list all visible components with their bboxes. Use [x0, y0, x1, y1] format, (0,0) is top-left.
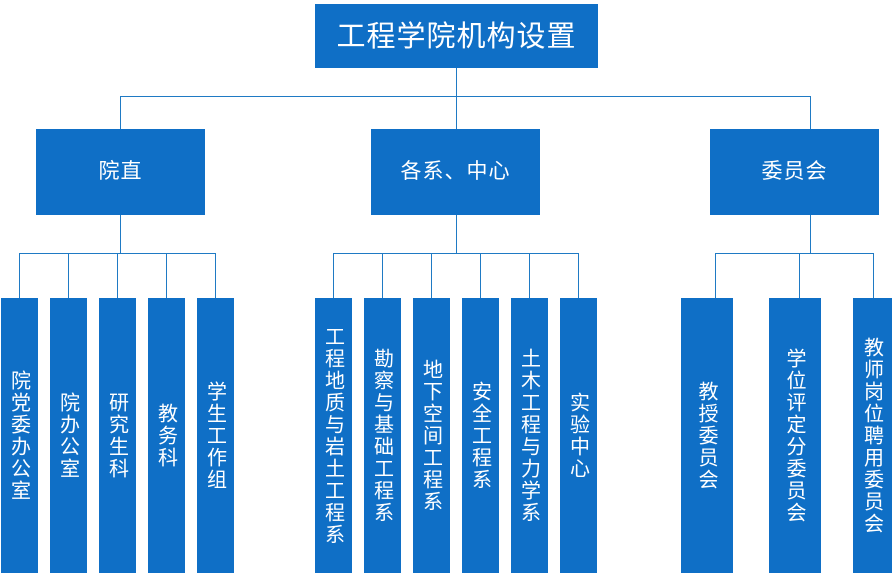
- leaf-node-label: 工程地质与岩土工程系: [321, 325, 346, 546]
- leaf-node[interactable]: 地下空间工程系: [413, 298, 450, 573]
- connector-drop-branch-1: [120, 96, 121, 129]
- connector-drop-b1-4: [166, 253, 167, 298]
- connector-drop-b2-5: [529, 253, 530, 298]
- connector-drop-b2-3: [431, 253, 432, 298]
- branch-node-weiyuanhui[interactable]: 委员会: [710, 129, 879, 215]
- connector-drop-b3-1: [715, 253, 716, 298]
- branch-node-yuanzhi[interactable]: 院直: [36, 129, 205, 215]
- leaf-node-label: 院党委办公室: [7, 369, 32, 502]
- leaf-node[interactable]: 安全工程系: [462, 298, 499, 573]
- leaf-node[interactable]: 研究生科: [99, 298, 136, 573]
- leaf-node[interactable]: 工程地质与岩土工程系: [315, 298, 352, 573]
- leaf-node-label: 学生工作组: [203, 380, 228, 491]
- connector-bus-branch-3: [715, 253, 873, 254]
- connector-drop-b3-3: [873, 253, 874, 298]
- leaf-node-label: 院办公室: [56, 391, 81, 480]
- leaf-node[interactable]: 院党委办公室: [1, 298, 38, 573]
- connector-drop-b3-2: [799, 253, 800, 298]
- leaf-node-label: 教授委员会: [695, 380, 719, 491]
- branch-node-weiyuanhui-label: 委员会: [761, 159, 828, 184]
- connector-drop-branch-3: [810, 96, 811, 129]
- connector-drop-b1-1: [19, 253, 20, 298]
- root-node[interactable]: 工程学院机构设置: [315, 4, 598, 68]
- leaf-node-label: 学位评定分委员会: [783, 347, 807, 524]
- branch-node-yuanzhi-label: 院直: [98, 159, 143, 184]
- leaf-node-label: 教师岗位聘用委员会: [860, 336, 885, 535]
- leaf-node[interactable]: 实验中心: [560, 298, 597, 573]
- connector-stem-branch-1: [120, 215, 121, 253]
- connector-root-stem: [456, 68, 457, 96]
- branch-node-gexi-zhongxin-label: 各系、中心: [400, 159, 511, 184]
- leaf-node[interactable]: 院办公室: [50, 298, 87, 573]
- leaf-node-label: 安全工程系: [468, 380, 493, 491]
- leaf-node[interactable]: 学位评定分委员会: [769, 298, 821, 573]
- connector-drop-b2-1: [333, 253, 334, 298]
- connector-drop-b2-2: [382, 253, 383, 298]
- connector-drop-b1-3: [117, 253, 118, 298]
- branch-node-gexi-zhongxin[interactable]: 各系、中心: [371, 129, 540, 215]
- leaf-node-label: 土木工程与力学系: [517, 347, 542, 524]
- connector-stem-branch-2: [456, 215, 457, 253]
- root-node-label: 工程学院机构设置: [336, 18, 577, 53]
- connector-drop-b2-4: [480, 253, 481, 298]
- connector-bus-branch-2: [333, 253, 579, 254]
- connector-level1-bus: [120, 96, 810, 97]
- leaf-node-label: 教务科: [154, 402, 179, 469]
- connector-drop-b1-5: [215, 253, 216, 298]
- connector-drop-b1-2: [68, 253, 69, 298]
- leaf-node-label: 实验中心: [566, 391, 591, 480]
- leaf-node[interactable]: 教务科: [148, 298, 185, 573]
- connector-drop-branch-2: [456, 96, 457, 129]
- leaf-node[interactable]: 土木工程与力学系: [511, 298, 548, 573]
- leaf-node[interactable]: 勘察与基础工程系: [364, 298, 401, 573]
- leaf-node[interactable]: 教师岗位聘用委员会: [853, 298, 892, 573]
- connector-stem-branch-3: [810, 215, 811, 253]
- leaf-node-label: 地下空间工程系: [419, 358, 444, 513]
- leaf-node-label: 勘察与基础工程系: [370, 347, 395, 524]
- leaf-node[interactable]: 学生工作组: [197, 298, 234, 573]
- leaf-node-label: 研究生科: [105, 391, 130, 480]
- leaf-node[interactable]: 教授委员会: [681, 298, 733, 573]
- connector-drop-b2-6: [578, 253, 579, 298]
